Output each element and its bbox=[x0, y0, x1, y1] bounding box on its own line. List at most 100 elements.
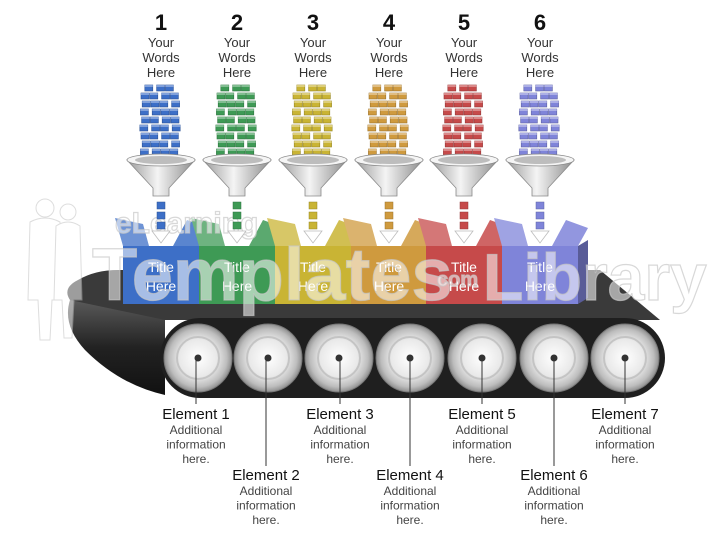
belt-slope bbox=[67, 300, 165, 395]
product-boxes: TitleHereTitleHereTitleHereTitleHereTitl… bbox=[115, 218, 588, 304]
funnel bbox=[505, 153, 575, 197]
down-arrow-icon bbox=[530, 230, 550, 244]
roller bbox=[163, 323, 233, 393]
element-info-line: here. bbox=[611, 452, 638, 466]
roller bbox=[233, 323, 303, 393]
element-info-line: Additional bbox=[240, 484, 293, 498]
stage-words-line: Here bbox=[375, 65, 403, 80]
stage-words-line: Here bbox=[450, 65, 478, 80]
box-title-line2: Here bbox=[449, 278, 480, 294]
box-flap bbox=[418, 218, 452, 246]
element-info-line: information bbox=[236, 499, 295, 513]
element-title: Element 6 bbox=[520, 467, 588, 484]
stage-words-line: Your bbox=[451, 35, 478, 50]
falling-cubes bbox=[308, 201, 318, 230]
box-side bbox=[578, 240, 588, 304]
funnel bbox=[429, 153, 499, 197]
stage-words-line: Your bbox=[300, 35, 327, 50]
cube-stack bbox=[442, 84, 484, 156]
box-body bbox=[502, 246, 578, 304]
box-body bbox=[275, 246, 351, 304]
down-arrow-icon bbox=[454, 230, 474, 244]
funnel bbox=[278, 153, 348, 197]
box-flap bbox=[267, 218, 301, 246]
watermark-right: Library bbox=[483, 240, 707, 314]
falling-cubes bbox=[156, 201, 166, 230]
stage-words-line: Here bbox=[526, 65, 554, 80]
element-title: Element 4 bbox=[376, 467, 444, 484]
stage-words-line: Words bbox=[445, 50, 483, 65]
box-flap bbox=[191, 218, 225, 246]
roller bbox=[304, 323, 374, 393]
down-arrow-icon bbox=[151, 230, 171, 244]
falling-cubes bbox=[459, 201, 469, 230]
element-info-line: information bbox=[452, 438, 511, 452]
element-info-line: here. bbox=[396, 513, 423, 527]
element-info-line: information bbox=[524, 499, 583, 513]
stage-words-line: Your bbox=[527, 35, 554, 50]
element-labels: Element 1Additionalinformationhere.Eleme… bbox=[162, 358, 659, 527]
box-title-line1: Title bbox=[376, 259, 402, 275]
box-title-line1: Title bbox=[148, 259, 174, 275]
down-arrow-icon bbox=[227, 230, 247, 244]
stage-number: 6 bbox=[534, 10, 546, 35]
watermark-figures bbox=[27, 198, 83, 341]
cube-stack bbox=[215, 84, 257, 156]
element-title: Element 7 bbox=[591, 406, 659, 423]
cube-stack bbox=[291, 84, 333, 156]
falling-cubes bbox=[535, 201, 545, 230]
box-body bbox=[123, 246, 199, 304]
stage-words-line: Words bbox=[370, 50, 408, 65]
stage-words-line: Here bbox=[299, 65, 327, 80]
box-body bbox=[199, 246, 275, 304]
stage-words-line: Words bbox=[142, 50, 180, 65]
watermark: eLearning Templates com Library bbox=[27, 198, 708, 341]
element-info-line: Additional bbox=[456, 423, 509, 437]
box-body bbox=[351, 246, 427, 304]
element-info-line: here. bbox=[540, 513, 567, 527]
watermark-mid: com bbox=[437, 269, 478, 291]
box-flap bbox=[115, 218, 149, 246]
stage-words-line: Your bbox=[148, 35, 175, 50]
box-title-line1: Title bbox=[527, 259, 553, 275]
element-title: Element 1 bbox=[162, 406, 230, 423]
down-arrow-icon bbox=[379, 230, 399, 244]
box-flap bbox=[343, 218, 377, 246]
falling-cubes bbox=[232, 201, 242, 230]
element-info-line: here. bbox=[182, 452, 209, 466]
stage-number: 5 bbox=[458, 10, 470, 35]
element-info-line: here. bbox=[252, 513, 279, 527]
element-info-line: Additional bbox=[599, 423, 652, 437]
cube-stack bbox=[139, 84, 181, 156]
element-title: Element 2 bbox=[232, 467, 300, 484]
box-title-line1: Title bbox=[300, 259, 326, 275]
box-title-line2: Here bbox=[374, 278, 405, 294]
element-info-line: information bbox=[380, 499, 439, 513]
element-info-line: here. bbox=[468, 452, 495, 466]
stage-number: 3 bbox=[307, 10, 319, 35]
box-title-line1: Title bbox=[224, 259, 250, 275]
box-flap bbox=[494, 218, 528, 246]
element-info-line: here. bbox=[326, 452, 353, 466]
cube-stack bbox=[518, 84, 560, 156]
box-title-line2: Here bbox=[298, 278, 329, 294]
box-title-line2: Here bbox=[146, 278, 177, 294]
element-info-line: Additional bbox=[314, 423, 367, 437]
stage-number: 2 bbox=[231, 10, 243, 35]
funnel bbox=[202, 153, 272, 197]
stage-words-line: Your bbox=[224, 35, 251, 50]
stage-words-line: Words bbox=[521, 50, 559, 65]
cube-stack bbox=[367, 84, 409, 156]
